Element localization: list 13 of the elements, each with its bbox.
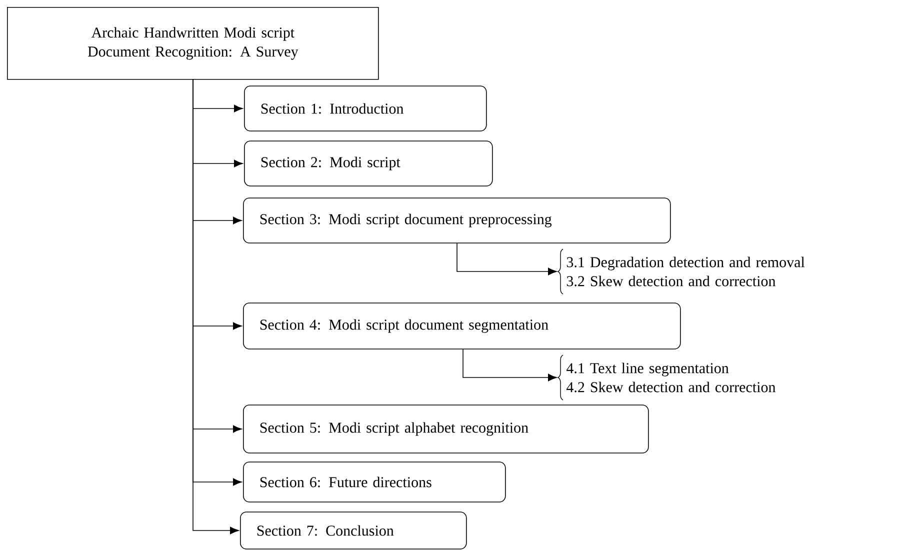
section-box: Section 6: Future directions xyxy=(243,462,506,502)
section-box: Section 5: Modi script alphabet recognition xyxy=(243,404,649,454)
subsection-list: 4.1 Text line segmentation 4.2 Skew detection and correction xyxy=(558,354,776,400)
subsection-list: 3.1 Degradation detection and removal 3.2 Skew detection and correction xyxy=(558,248,805,294)
section-box: Section 2: Modi script xyxy=(244,140,493,186)
section-box: Section 4: Modi script document segmentation xyxy=(243,302,681,350)
title-box: Archaic Handwritten Modi script Document Recognition: A Survey xyxy=(7,7,379,80)
arrow xyxy=(462,349,557,382)
section-box: Section 7: Conclusion xyxy=(240,512,467,550)
arrow xyxy=(192,79,239,534)
section-box: Section 3: Modi script document preprocessing xyxy=(243,198,671,244)
section-box: Section 1: Introduction xyxy=(244,86,487,132)
arrow xyxy=(456,243,557,276)
